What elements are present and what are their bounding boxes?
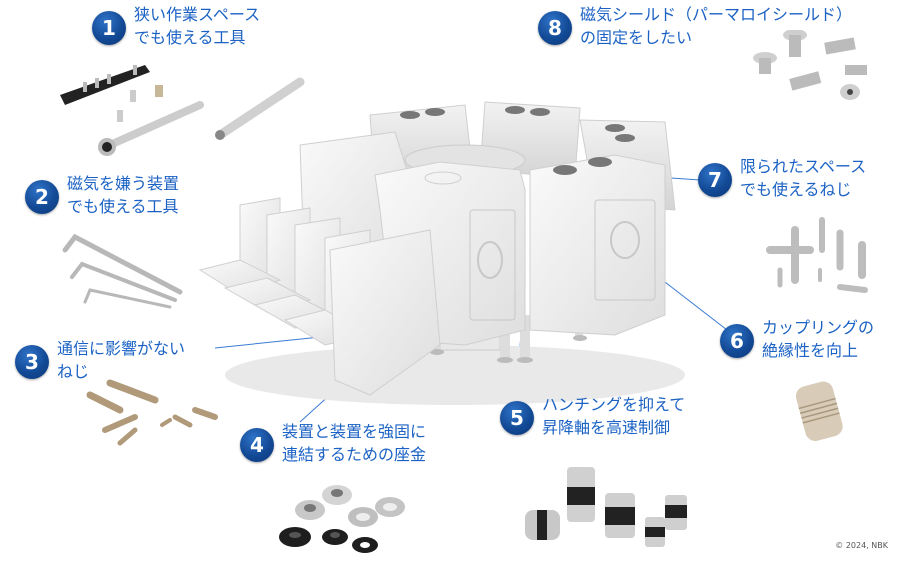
callout-number-badge: 5 bbox=[500, 401, 534, 435]
callout-number-badge: 4 bbox=[240, 428, 274, 462]
callout-label: 磁気シールド（パーマロイシールド） の固定をしたい bbox=[580, 5, 853, 47]
copyright-notice: © 2024, NBK bbox=[835, 541, 888, 550]
callout-label: 磁気を嫌う装置 でも使える工具 bbox=[67, 174, 180, 216]
insulated-coupling-image bbox=[795, 381, 843, 441]
callout-7: 7 限られたスペース でも使えるねじ bbox=[698, 155, 866, 201]
callout-label: 装置と装置を強固に 連結するための座金 bbox=[282, 422, 427, 464]
washers-image bbox=[279, 485, 405, 553]
callout-label: ハンチングを抑えて 昇降軸を高速制御 bbox=[542, 395, 686, 437]
callout-number-badge: 2 bbox=[25, 180, 59, 214]
callout-number-badge: 3 bbox=[15, 345, 49, 379]
callout-label: カップリングの 絶縁性を向上 bbox=[762, 318, 875, 360]
callout-label: 限られたスペース でも使えるねじ bbox=[740, 157, 867, 199]
shield-fixing-screws-image bbox=[753, 30, 867, 100]
machine-illustration bbox=[198, 101, 685, 405]
callout-5: 5 ハンチングを抑えて 昇降軸を高速制御 bbox=[500, 393, 685, 439]
slit-couplings-image bbox=[525, 467, 687, 547]
callout-number-badge: 8 bbox=[538, 11, 572, 45]
callout-number-badge: 7 bbox=[698, 163, 732, 197]
callout-2: 2 磁気を嫌う装置 でも使える工具 bbox=[25, 172, 179, 218]
callout-number-badge: 1 bbox=[92, 11, 126, 45]
low-head-screws-image bbox=[766, 217, 868, 293]
hex-key-wrench-set-image bbox=[62, 233, 183, 309]
callout-number-badge: 6 bbox=[720, 324, 754, 358]
callout-1: 1 狭い作業スペース でも使える工具 bbox=[92, 3, 260, 49]
callout-label: 狭い作業スペース でも使える工具 bbox=[134, 5, 261, 47]
callout-3: 3 通信に影響がない ねじ bbox=[15, 337, 185, 383]
callout-label: 通信に影響がない ねじ bbox=[57, 339, 186, 381]
callout-4: 4 装置と装置を強固に 連結するための座金 bbox=[240, 420, 426, 466]
callout-6: 6 カップリングの 絶縁性を向上 bbox=[720, 316, 874, 362]
ratchet-driver-tool-set-image bbox=[60, 65, 305, 156]
callout-8: 8 磁気シールド（パーマロイシールド） の固定をしたい bbox=[538, 3, 852, 49]
peek-resin-screws-image bbox=[86, 379, 218, 446]
